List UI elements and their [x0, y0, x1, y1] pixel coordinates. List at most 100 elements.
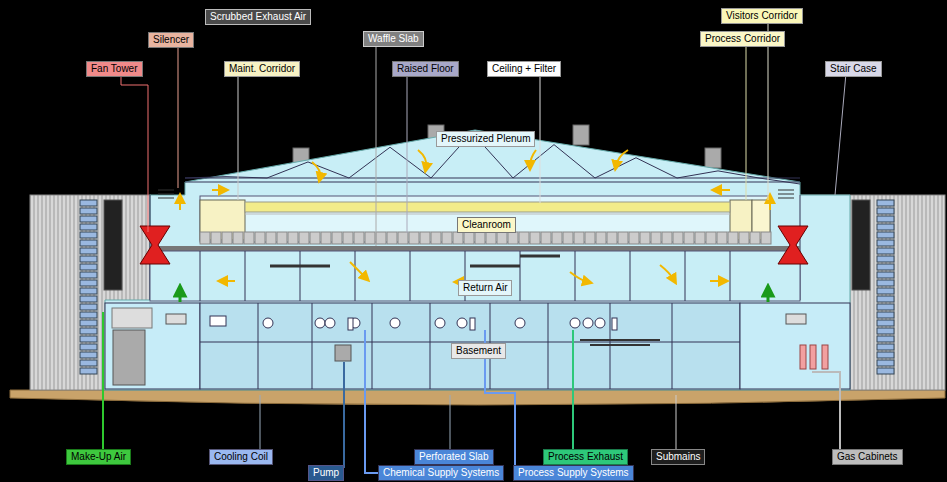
floor-tile	[365, 232, 375, 244]
floor-tile	[563, 232, 573, 244]
window-pane	[877, 264, 894, 270]
window-pane	[80, 272, 97, 278]
column	[300, 251, 301, 301]
label-box: Chemical Supply Systems	[378, 465, 504, 481]
floor-tile	[585, 232, 595, 244]
label-text: Scrubbed Exhaust Air	[210, 11, 306, 22]
label-box: Maint. Corridor	[224, 61, 300, 77]
cell-wall	[430, 303, 431, 389]
window-pane	[80, 304, 97, 310]
window-pane	[80, 368, 97, 374]
floor-tile	[607, 232, 617, 244]
floor-tile	[431, 232, 441, 244]
label-box: Make-Up Air	[66, 449, 131, 465]
label-box: Return Air	[458, 280, 512, 296]
duct-box	[348, 318, 353, 330]
duct-circle	[583, 318, 593, 328]
cell-wall	[548, 303, 549, 389]
window-pane	[877, 256, 894, 262]
window-pane	[877, 272, 894, 278]
floor-tile	[695, 232, 705, 244]
column	[410, 251, 411, 301]
floor-tile	[651, 232, 661, 244]
window-pane	[877, 320, 894, 326]
window-pane	[877, 352, 894, 358]
floor-tile	[706, 232, 716, 244]
window-pane	[877, 288, 894, 294]
window-pane	[877, 312, 894, 318]
column	[245, 251, 246, 301]
floor-tile	[618, 232, 628, 244]
floor-tile	[453, 232, 463, 244]
floor-tile	[376, 232, 386, 244]
window-pane	[80, 288, 97, 294]
label-box: Raised Floor	[392, 61, 459, 77]
label-box: Waffle Slab	[363, 31, 424, 47]
floor-tile	[244, 232, 254, 244]
floor-tile	[277, 232, 287, 244]
label-text: Ceiling + Filter	[492, 63, 556, 74]
duct-circle	[595, 318, 605, 328]
floor-tile	[761, 232, 771, 244]
floor-tile	[497, 232, 507, 244]
floor-tile	[728, 232, 738, 244]
floor-tile	[464, 232, 474, 244]
cell-wall	[372, 303, 373, 389]
label-text: Fan Tower	[91, 63, 138, 74]
floor-tile	[387, 232, 397, 244]
label-box: Process Supply Systems	[513, 465, 634, 481]
label-box: Cooling Coil	[209, 449, 273, 465]
label-text: Stair Case	[830, 63, 877, 74]
duct-box	[470, 318, 475, 330]
floor-tile	[266, 232, 276, 244]
label-box: Visitors Corridor	[721, 8, 803, 24]
cell-wall	[258, 303, 259, 389]
label-text: Maint. Corridor	[229, 63, 295, 74]
duct-circle	[435, 318, 445, 328]
floor-tile	[508, 232, 518, 244]
label-box: Process Exhaust	[543, 449, 628, 465]
label-box: Ceiling + Filter	[487, 61, 561, 77]
floor-tile	[486, 232, 496, 244]
label-text: Gas Cabinets	[837, 451, 898, 462]
floor-tile	[640, 232, 650, 244]
window-pane	[80, 312, 97, 318]
label-text: Visitors Corridor	[726, 10, 798, 21]
truss-chord	[185, 182, 800, 183]
duct-circle	[390, 318, 400, 328]
label-box: Cleanroom	[457, 217, 516, 233]
duct-circle	[515, 318, 525, 328]
floor-tile	[541, 232, 551, 244]
window-pane	[80, 344, 97, 350]
label-text: Pressurized Plenum	[441, 133, 530, 144]
floor-tile	[398, 232, 408, 244]
label-box: Submains	[651, 449, 705, 465]
label-text: Silencer	[153, 34, 189, 45]
floor-tile	[519, 232, 529, 244]
window-pane	[80, 352, 97, 358]
label-text: Pump	[313, 467, 339, 478]
label-text: Process Exhaust	[548, 451, 623, 462]
window-pane	[80, 216, 97, 222]
window-pane	[80, 280, 97, 286]
window-pane	[877, 216, 894, 222]
duct-circle	[325, 318, 335, 328]
window-pane	[877, 328, 894, 334]
window-pane	[80, 256, 97, 262]
label-text: Process Supply Systems	[518, 467, 629, 478]
label-text: Perforated Slab	[419, 451, 489, 462]
label-box: Pump	[308, 465, 344, 481]
window-pane	[877, 304, 894, 310]
window-pane	[877, 240, 894, 246]
window-pane	[80, 240, 97, 246]
window-pane	[877, 200, 894, 206]
floor-tile	[343, 232, 353, 244]
label-box: Silencer	[148, 32, 194, 48]
window-pane	[80, 248, 97, 254]
label-text: Return Air	[463, 282, 507, 293]
floor-tile	[310, 232, 320, 244]
floor-tile	[596, 232, 606, 244]
duct-circle	[263, 318, 273, 328]
label-text: Waffle Slab	[368, 33, 419, 44]
label-box: Gas Cabinets	[832, 449, 903, 465]
